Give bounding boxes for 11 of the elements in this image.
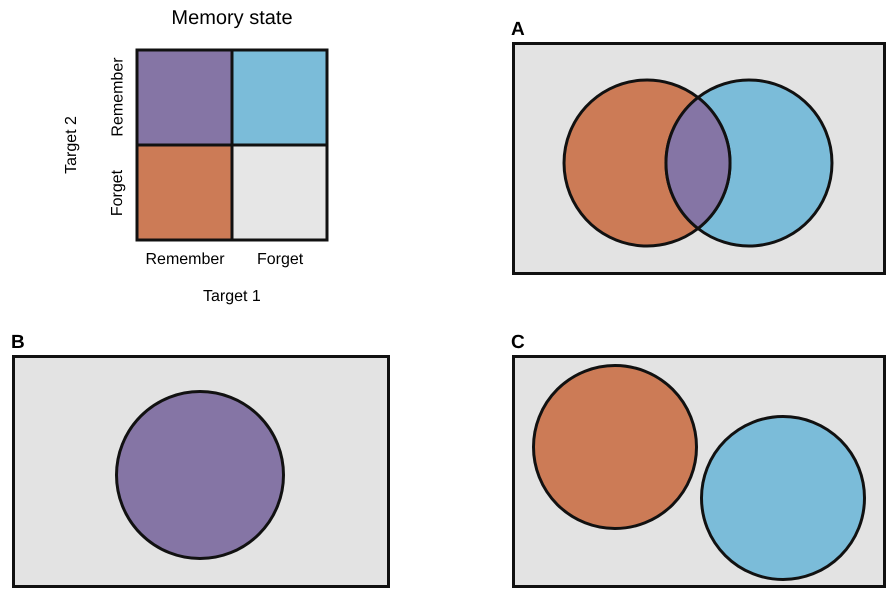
- panel-letter: A: [511, 19, 525, 41]
- panel-letter: C: [511, 332, 525, 354]
- overlap-region: [664, 96, 732, 230]
- chart-title: Memory state: [170, 8, 294, 28]
- category-label: Remember: [108, 57, 128, 137]
- panel-letter: B: [11, 332, 25, 354]
- axis-label: Target 1: [203, 287, 261, 307]
- category-label: Forget: [108, 170, 128, 216]
- category-label: Forget: [257, 250, 304, 270]
- axis-label: Target 2: [62, 116, 81, 174]
- category-label: Remember: [146, 250, 225, 270]
